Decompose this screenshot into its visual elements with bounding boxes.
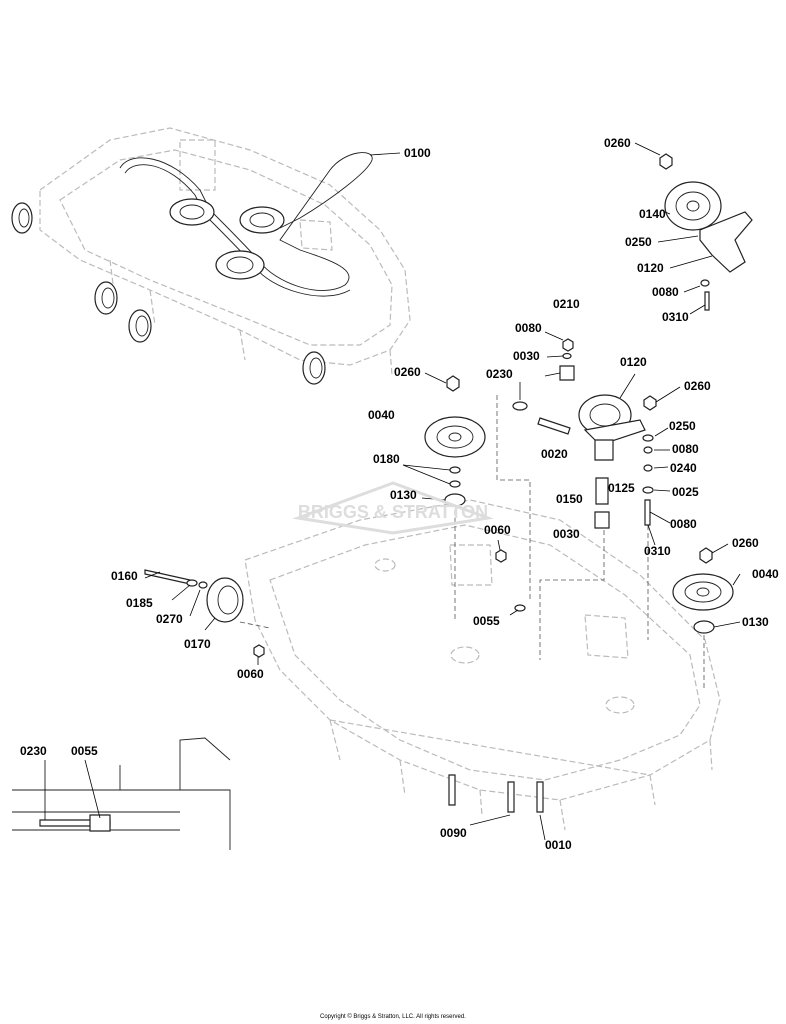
callout-0140[interactable]: 0140 [639,207,666,221]
callout-0260[interactable]: 0260 [604,136,631,150]
idler-assembly-detail [634,142,753,315]
callout-0010[interactable]: 0010 [545,838,572,852]
callout-0270[interactable]: 0270 [156,612,183,626]
deck-hardware [448,539,546,841]
callout-0185[interactable]: 0185 [126,596,153,610]
callout-0310[interactable]: 0310 [644,544,671,558]
callout-0080[interactable]: 0080 [515,321,542,335]
callout-0210[interactable]: 0210 [553,297,580,311]
callout-0020[interactable]: 0020 [541,447,568,461]
callout-0030[interactable]: 0030 [513,349,540,363]
watermark-text: BRIGGS & STRATTON [298,502,488,522]
callout-0080[interactable]: 0080 [670,517,697,531]
callout-0030[interactable]: 0030 [553,527,580,541]
callout-0250[interactable]: 0250 [625,235,652,249]
callout-0160[interactable]: 0160 [111,569,138,583]
copyright-notice: Copyright © Briggs & Stratton, LLC. All … [320,1014,466,1020]
callout-0055[interactable]: 0055 [473,614,500,628]
callout-0150[interactable]: 0150 [556,492,583,506]
gauge-wheel-parts [144,569,271,665]
callout-0040[interactable]: 0040 [368,408,395,422]
callout-0055[interactable]: 0055 [71,744,98,758]
callout-0260[interactable]: 0260 [684,379,711,393]
callout-0060[interactable]: 0060 [484,523,511,537]
callout-0260[interactable]: 0260 [732,536,759,550]
callout-0240[interactable]: 0240 [670,461,697,475]
callout-0100[interactable]: 0100 [404,146,431,160]
callout-0125[interactable]: 0125 [608,481,635,495]
callout-0170[interactable]: 0170 [184,637,211,651]
assembled-deck-overview [11,127,411,385]
callout-0080[interactable]: 0080 [672,442,699,456]
callout-0025[interactable]: 0025 [672,485,699,499]
callout-0230[interactable]: 0230 [20,744,47,758]
watermark-logo: BRIGGS & STRATTON [288,478,498,538]
callout-0260[interactable]: 0260 [394,365,421,379]
callout-0130[interactable]: 0130 [390,488,417,502]
callout-0250[interactable]: 0250 [669,419,696,433]
callout-0120[interactable]: 0120 [620,355,647,369]
center-idler-parts [496,331,681,660]
callout-0090[interactable]: 0090 [440,826,467,840]
callout-0060[interactable]: 0060 [237,667,264,681]
inset-detail [12,737,231,850]
callout-0040[interactable]: 0040 [752,567,779,581]
callout-0120[interactable]: 0120 [637,261,664,275]
exploded-deck [244,499,721,831]
callout-0130[interactable]: 0130 [742,615,769,629]
callout-0230[interactable]: 0230 [486,367,513,381]
left-pulley-stack [402,372,486,620]
right-pulley-stack [672,543,741,690]
callout-0310[interactable]: 0310 [662,310,689,324]
callout-0180[interactable]: 0180 [373,452,400,466]
callout-0080[interactable]: 0080 [652,285,679,299]
